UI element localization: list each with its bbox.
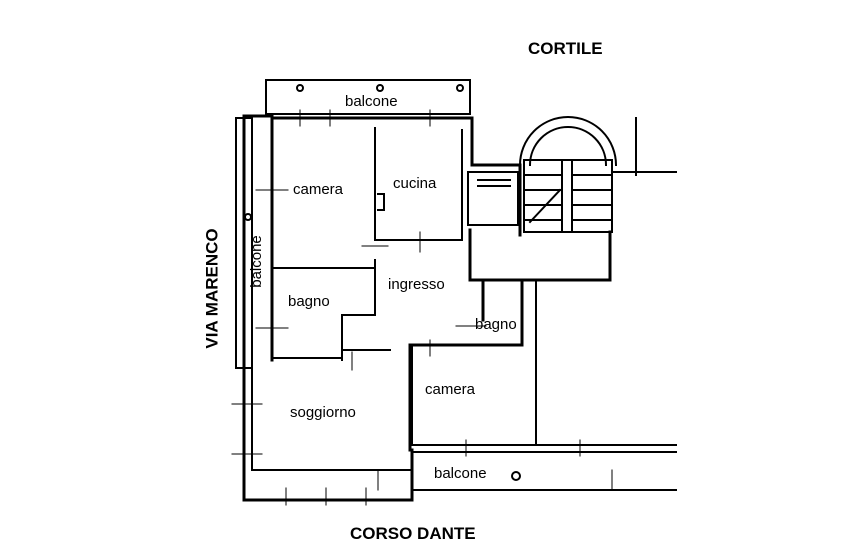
room-label-balcone-north: balcone	[345, 93, 398, 110]
room-label-soggiorno: soggiorno	[290, 404, 356, 421]
west-balcony-outline	[235, 117, 253, 369]
room-label-cucina: cucina	[393, 175, 437, 192]
street-label-south: CORSO DANTE	[350, 524, 476, 543]
room-label-camera-nw: camera	[293, 181, 344, 198]
south-balcony-outline	[411, 444, 677, 491]
east-boundary	[535, 117, 677, 446]
room-label-bagno-east: bagno	[475, 316, 517, 333]
room-label-balcone-west: balcone	[247, 235, 265, 288]
north-balcony-outline	[265, 79, 471, 115]
room-label-bagno-west: bagno	[288, 293, 330, 310]
staircase	[518, 116, 618, 233]
room-label-ingresso: ingresso	[388, 276, 445, 293]
room-label-balcone-south: balcone	[434, 465, 487, 482]
exterior-walls	[242, 114, 612, 502]
opening-marks	[231, 109, 613, 506]
street-label-north: CORTILE	[528, 39, 603, 58]
street-label-west: VIA MARENCO	[202, 228, 222, 349]
room-label-camera-se: camera	[425, 381, 476, 398]
